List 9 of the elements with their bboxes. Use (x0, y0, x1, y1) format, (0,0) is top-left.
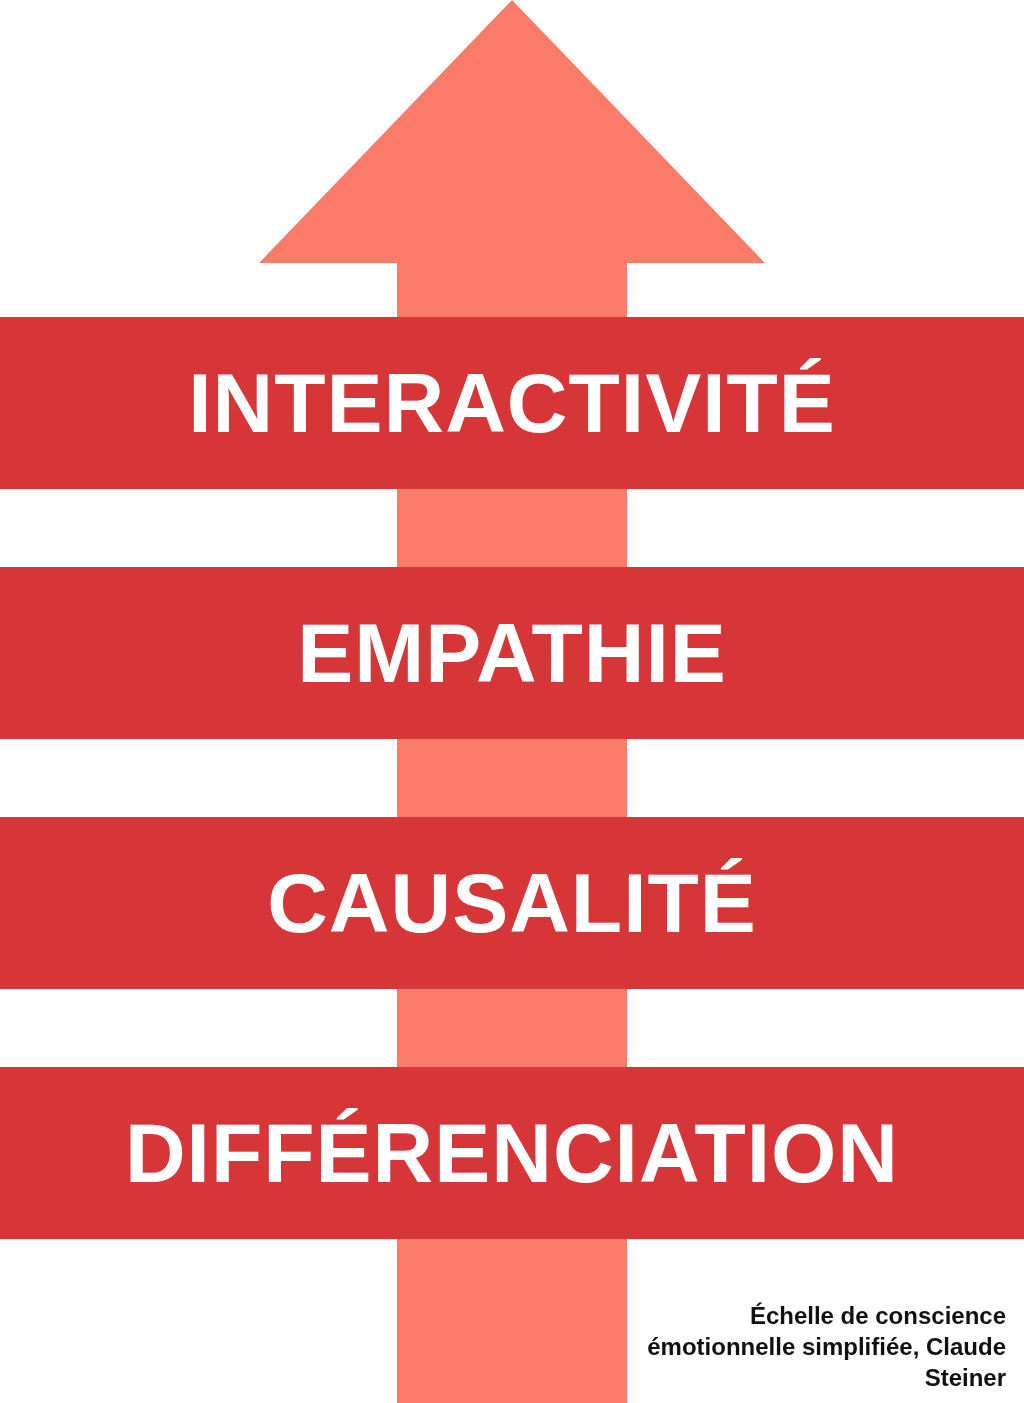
level-label: CAUSALITÉ (267, 854, 757, 952)
level-label: DIFFÉRENCIATION (124, 1104, 900, 1202)
level-label: EMPATHIE (297, 604, 727, 702)
caption: Échelle de conscience émotionnelle simplifiée, Claude Steiner (646, 1301, 1006, 1393)
level-label: INTERACTIVITÉ (188, 354, 836, 452)
level-band (0, 817, 1024, 989)
level-band (0, 567, 1024, 739)
level-band (0, 1067, 1024, 1239)
level-band (0, 317, 1024, 489)
